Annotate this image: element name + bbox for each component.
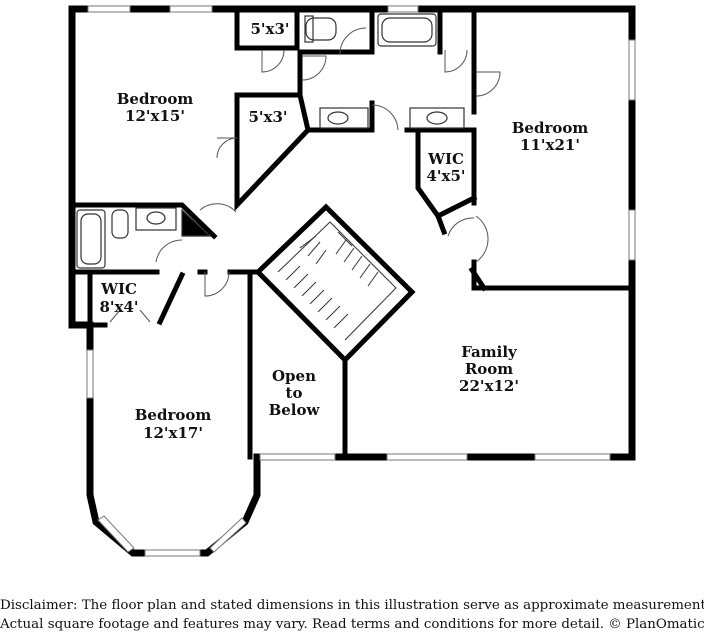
walls: [68, 5, 636, 557]
wic-sw-name: WIC: [100, 280, 137, 298]
window: [259, 453, 336, 461]
bedroom-sw-name: Bedroom: [135, 406, 212, 424]
window: [87, 5, 131, 13]
window: [386, 453, 468, 461]
windows: [86, 5, 636, 557]
disclaimer-line-1: Disclaimer: The floor plan and stated di…: [0, 598, 704, 613]
room-labels: Bedroom 12'x15' 5'x3' 5'x3' Bedroom 11'x…: [99, 20, 588, 442]
fixtures: [76, 13, 465, 269]
vanity-icon: [319, 107, 369, 129]
bedroom-ne-name: Bedroom: [512, 119, 589, 137]
bedroom-ne-size: 11'x21': [520, 136, 580, 154]
disclaimer-line-2: Actual square footage and features may v…: [0, 617, 704, 632]
closet-top-size: 5'x3': [250, 20, 289, 38]
window: [97, 515, 135, 553]
interior-wall: [468, 266, 488, 292]
stair-wall: [254, 203, 416, 364]
window: [144, 549, 201, 557]
wic-ne-size: 4'x5': [426, 167, 465, 185]
window: [169, 5, 213, 13]
toilet-tank-icon: [304, 15, 314, 43]
interior-wall: [156, 271, 186, 326]
wic-sw-size: 8'x4': [99, 298, 138, 316]
interior-wall: [297, 92, 311, 133]
open-to-below-line3: Below: [269, 401, 321, 419]
doors: [109, 27, 501, 323]
door-swing: [301, 55, 327, 81]
floor-plan: Bedroom 12'x15' 5'x3' 5'x3' Bedroom 11'x…: [68, 5, 636, 557]
stairs: [277, 221, 397, 341]
window: [628, 39, 636, 101]
window: [628, 209, 636, 261]
family-room-size: 22'x12': [459, 377, 519, 395]
interior-wall: [69, 202, 218, 240]
door-swing: [109, 309, 151, 323]
door-swing: [155, 239, 183, 263]
bedroom-sw-size: 12'x17': [143, 424, 203, 442]
door-swing: [216, 137, 238, 159]
interior-wall: [415, 127, 478, 220]
closet-mid-size: 5'x3': [248, 108, 287, 126]
bedroom-nw-name: Bedroom: [117, 90, 194, 108]
bathtub-icon: [76, 209, 106, 269]
window: [86, 349, 94, 399]
door-swing: [371, 104, 399, 131]
toilet-icon: [111, 209, 129, 239]
family-room-name-1: Family: [461, 343, 518, 361]
open-to-below-line2: to: [286, 384, 303, 402]
wic-ne-name: WIC: [427, 150, 464, 168]
interior-wall: [471, 259, 635, 291]
window: [387, 5, 419, 13]
door-swing: [339, 27, 367, 55]
door-swing: [261, 49, 285, 73]
window: [534, 453, 611, 461]
door-swing: [444, 49, 468, 73]
interior-wall: [297, 6, 375, 55]
door-swing: [475, 71, 501, 97]
window: [209, 517, 247, 553]
bathtub-icon: [377, 13, 437, 47]
bedroom-nw-size: 12'x15': [125, 107, 185, 125]
vanity-icon: [409, 107, 465, 129]
family-room-name-2: Room: [465, 360, 513, 378]
open-to-below-line1: Open: [272, 367, 316, 385]
door-swing: [475, 215, 489, 263]
interior-wall: [434, 212, 448, 236]
toilet-icon: [305, 17, 337, 41]
door-swing: [447, 217, 475, 237]
vanity-icon: [135, 207, 177, 231]
door-swing: [204, 271, 230, 297]
interior-wall: [404, 127, 477, 206]
corner-shelf-icon: [181, 208, 212, 237]
door-swing: [199, 203, 237, 213]
